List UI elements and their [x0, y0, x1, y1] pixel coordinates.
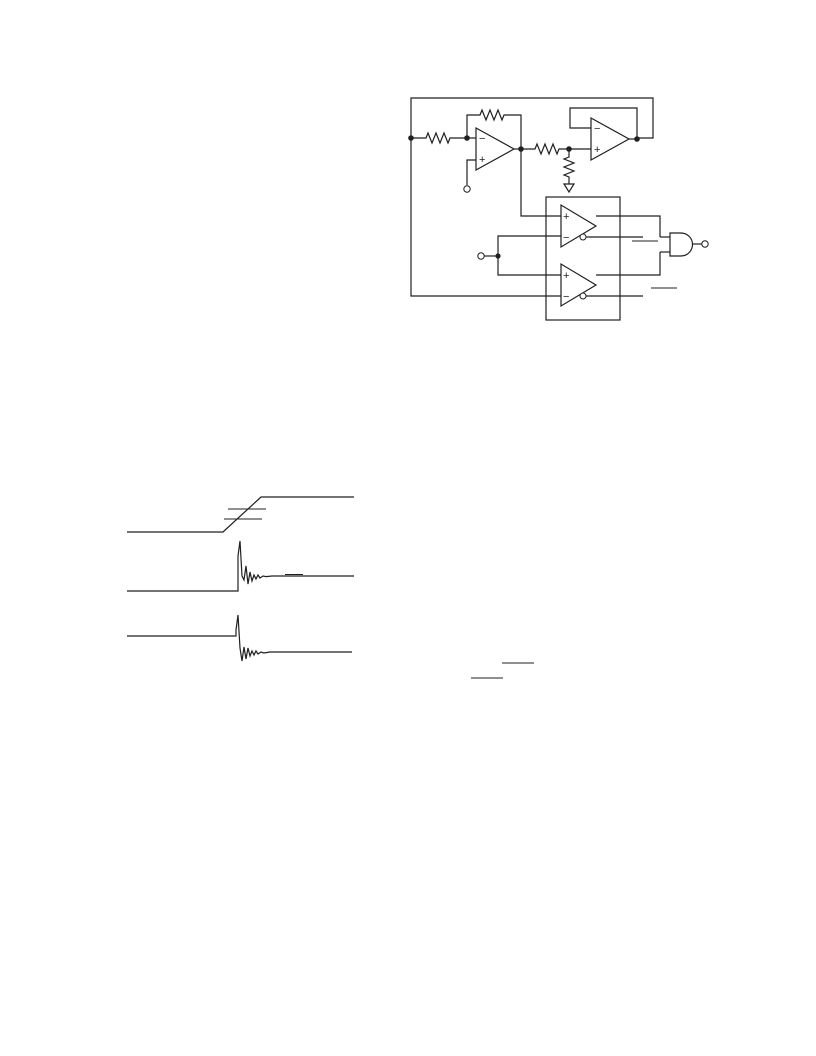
buffer-feedback-wire [569, 107, 638, 138]
input-resistor [411, 131, 467, 145]
comparator-a-output-terminal [579, 233, 587, 241]
comparator-b-triangle [560, 262, 598, 308]
junction-dot-summing [464, 135, 470, 141]
shunt-resistor [562, 149, 576, 184]
threshold-bus-wire [497, 235, 561, 276]
comparator-a: + − [560, 203, 598, 249]
error-signal-waveform [127, 614, 352, 662]
input-step-waveform [127, 496, 354, 533]
opamp-1: − + [475, 126, 516, 172]
threshold-junction-dot [495, 253, 501, 259]
comparator-a-pullup-wire [596, 215, 661, 237]
comparator-a-triangle [560, 203, 598, 249]
comparator-a-minus-sign: − [563, 232, 569, 244]
comparator-b-plus-sign: + [563, 270, 569, 282]
reference-terminal-1 [463, 185, 471, 193]
ground-icon [562, 183, 576, 194]
junction-dot-opamp-output [518, 146, 524, 152]
junction-dot-divider [566, 146, 572, 152]
opamp-1-triangle [475, 126, 516, 172]
opamp-1-plus-sign: + [479, 154, 485, 166]
left-rail-wire [410, 138, 561, 297]
comparator-package-outline [545, 196, 621, 321]
and-gate-output-terminal [701, 240, 709, 248]
window-comparator-schematic: − + − + + − [408, 97, 709, 321]
buffer-opamp: − + [590, 116, 631, 162]
and-gate-icon [669, 232, 694, 257]
junction-dot-input [408, 135, 414, 141]
threshold-terminal [477, 252, 485, 260]
series-resistor [521, 142, 569, 156]
comparator-b-minus-sign: − [563, 291, 569, 303]
buffer-opamp-triangle [590, 116, 631, 162]
comparator-b-pullup-wire [596, 252, 661, 276]
buffer-minus-sign: − [594, 123, 600, 135]
comparator-b: + − [560, 262, 598, 308]
junction-dot-buffer-output [634, 136, 640, 142]
output-settling-waveform [127, 540, 354, 592]
comparator-b-output-terminal [579, 292, 587, 300]
buffer-plus-sign: + [594, 144, 600, 156]
outer-feedback-wire [410, 97, 654, 139]
feedback-resistor [466, 108, 522, 148]
signal-to-comparator-wire [520, 149, 561, 217]
comparator-a-plus-sign: + [563, 211, 569, 223]
opamp1-plus-wire [466, 159, 476, 185]
opamp-1-minus-sign: − [479, 133, 485, 145]
settling-waveforms [127, 496, 354, 662]
